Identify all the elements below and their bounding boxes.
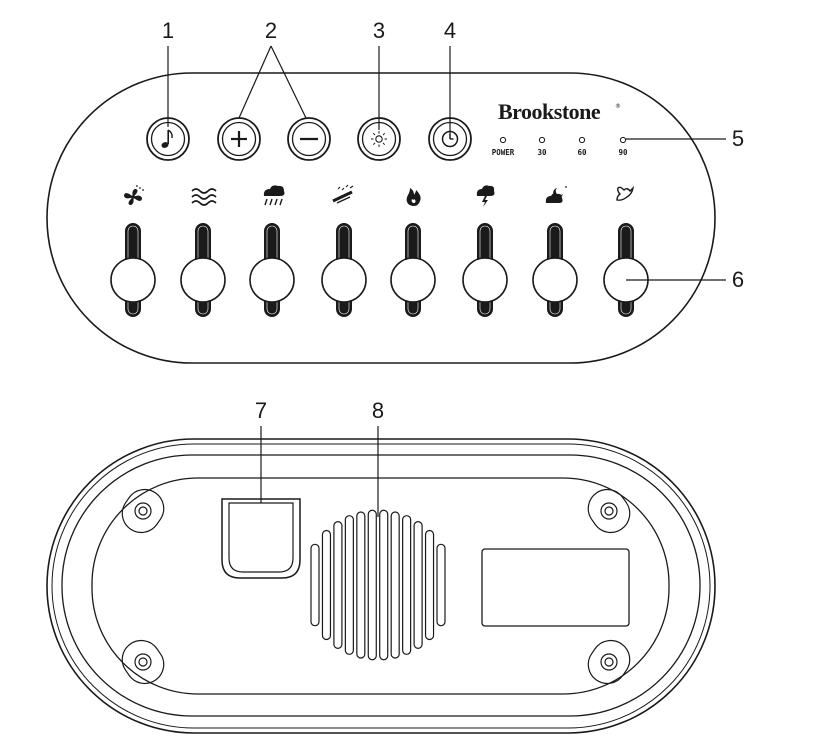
- callout-8: 8: [372, 398, 384, 423]
- slider-night[interactable]: [532, 223, 578, 317]
- top-view: Brookstone ®: [46, 18, 744, 364]
- slider-ocean-waves[interactable]: [180, 223, 226, 317]
- rubber-foot-bottom-right: [587, 639, 631, 685]
- led-label-power: POWER: [492, 148, 515, 157]
- volume-down-button[interactable]: [287, 117, 331, 161]
- grille-slot: [367, 509, 377, 661]
- fan-icon: [124, 185, 144, 205]
- grille-slot: [413, 521, 423, 649]
- brand-logo: Brookstone: [498, 99, 601, 124]
- fire-icon: [406, 188, 421, 206]
- callout-5: 5: [732, 126, 744, 151]
- led-label-60: 60: [577, 148, 587, 157]
- bird-icon: [616, 185, 635, 201]
- callout-1: 1: [162, 18, 174, 43]
- night-icon: [545, 186, 567, 203]
- grille-slot: [379, 509, 389, 661]
- bottom-view: 7 8: [46, 398, 716, 734]
- slider-knob[interactable]: [249, 257, 295, 303]
- rubber-feet: [121, 488, 631, 685]
- bottom-rim-inner: [51, 443, 711, 729]
- slider-knob[interactable]: [110, 257, 156, 303]
- sound-sliders: [110, 223, 649, 317]
- slider-thunderstorm[interactable]: [462, 223, 508, 317]
- volume-up-button[interactable]: [217, 117, 261, 161]
- slider-bird[interactable]: [603, 223, 649, 317]
- slider-knob[interactable]: [321, 257, 367, 303]
- rubber-foot-top-left: [121, 488, 165, 534]
- led-label-90: 90: [618, 148, 628, 157]
- rain-icon: [263, 185, 285, 206]
- leader-line-2b: [270, 45, 307, 119]
- grille-slot: [390, 511, 400, 659]
- sun-icon: [371, 131, 387, 147]
- callout-7: 7: [255, 398, 267, 423]
- bottom-plate: [91, 477, 670, 695]
- slider-wind-chime[interactable]: [321, 223, 367, 317]
- sound-icons: [124, 184, 635, 207]
- led-label-30: 30: [537, 148, 547, 157]
- slider-fan[interactable]: [110, 223, 156, 317]
- plus-icon: [231, 131, 247, 147]
- grille-slot: [333, 521, 343, 649]
- callout-3: 3: [373, 18, 385, 43]
- rubber-foot-bottom-left: [121, 639, 165, 685]
- grille-slot: [344, 515, 354, 655]
- top-callouts: 1 2 3 4 5 6: [162, 18, 744, 292]
- callout-2: 2: [265, 18, 277, 43]
- slider-knob[interactable]: [180, 257, 226, 303]
- registered-mark: ®: [615, 103, 621, 110]
- rubber-foot-top-right: [587, 488, 631, 534]
- leader-line-2a: [238, 45, 272, 119]
- music-note-icon: [161, 129, 173, 148]
- slider-fire[interactable]: [390, 223, 436, 317]
- grille-slot: [310, 543, 320, 627]
- callout-4: 4: [444, 18, 456, 43]
- callout-6: 6: [732, 267, 744, 292]
- thunderstorm-icon: [476, 185, 495, 207]
- wind-chime-icon: [332, 184, 354, 204]
- speaker-grille: [310, 509, 446, 661]
- slider-knob[interactable]: [390, 257, 436, 303]
- slider-knob[interactable]: [532, 257, 578, 303]
- grille-slot: [424, 529, 435, 641]
- bottom-outer-rim: [46, 438, 716, 734]
- bottom-shell: [61, 454, 701, 717]
- ocean-waves-icon: [191, 188, 217, 206]
- label-plate: [481, 548, 630, 627]
- grille-slot: [356, 511, 366, 659]
- slider-rain[interactable]: [249, 223, 295, 317]
- top-panel-outline: [46, 72, 716, 364]
- slider-knob[interactable]: [462, 257, 508, 303]
- grille-slot: [321, 529, 332, 641]
- grille-slot: [436, 543, 446, 627]
- battery-compartment[interactable]: [221, 498, 301, 579]
- grille-slot: [402, 515, 412, 655]
- indicator-leds: POWER 30 60 90: [492, 136, 628, 157]
